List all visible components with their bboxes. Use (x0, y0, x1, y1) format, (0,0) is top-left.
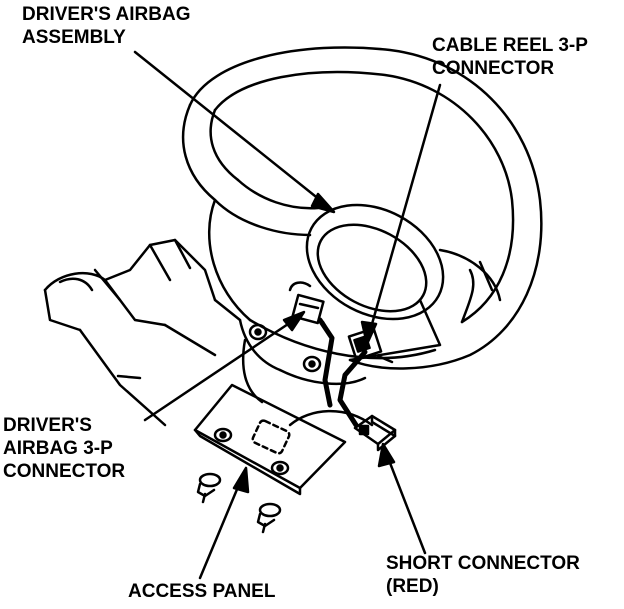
arrow-icon (377, 442, 427, 555)
combination-switch-icon (43, 238, 217, 332)
screw-icon (196, 472, 222, 504)
arrow-icon (360, 83, 442, 346)
arrow-icon (143, 310, 306, 422)
connector-icon (288, 281, 325, 325)
arrow-icon (133, 50, 336, 214)
label-cable-reel-connector: CABLE REEL 3-P CONNECTOR (432, 35, 588, 79)
label-access-panel: ACCESS PANEL (128, 581, 276, 602)
label-airbag-3p-connector: DRIVER'S AIRBAG 3-P CONNECTOR (3, 415, 126, 482)
airbag-pad-icon (305, 203, 445, 321)
short-connector-icon (353, 414, 397, 452)
screw-icon (256, 502, 282, 534)
steering-column-icon (78, 298, 367, 427)
arrow-icon (198, 466, 250, 580)
label-airbag-assembly: DRIVER'S AIRBAG ASSEMBLY (22, 4, 191, 48)
label-short-connector: SHORT CONNECTOR (RED) (386, 553, 580, 597)
steering-wheel-icon (181, 46, 543, 370)
access-panel-icon (193, 383, 347, 496)
arrow-icon (321, 320, 332, 336)
